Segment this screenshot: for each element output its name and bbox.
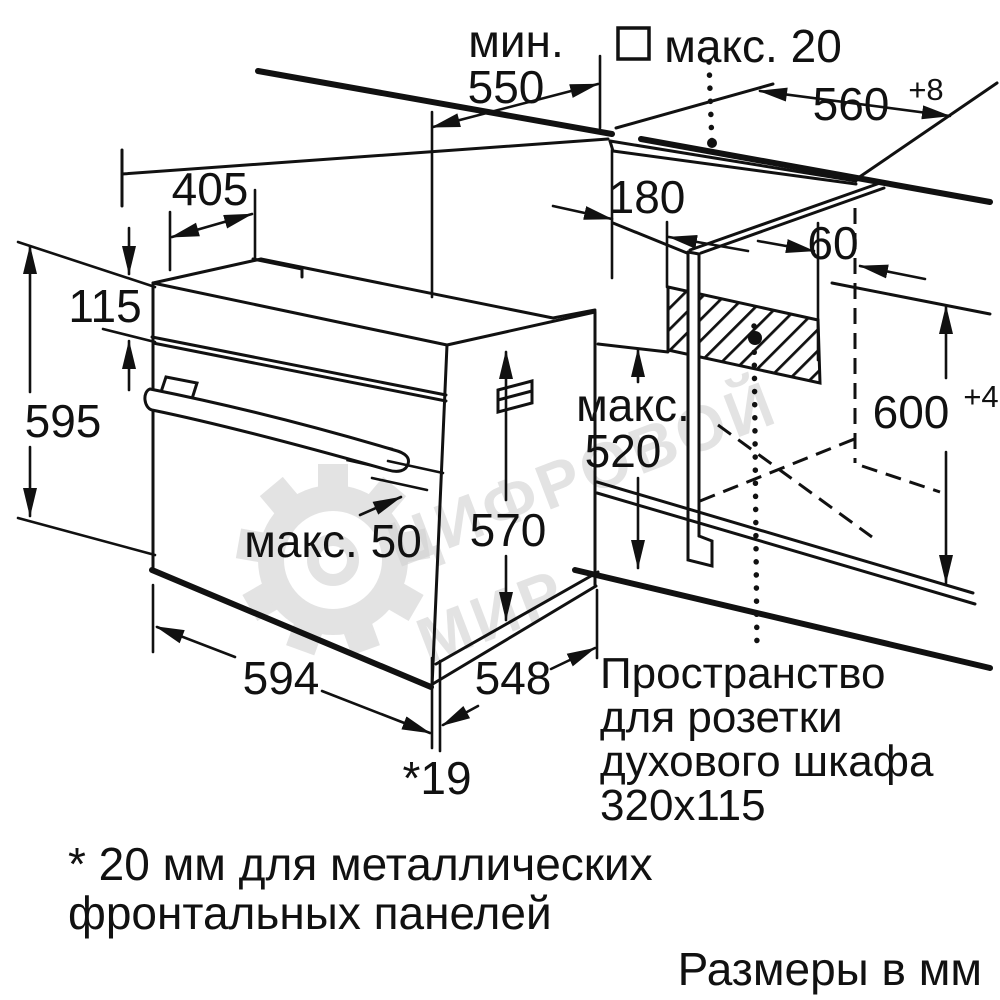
dim-405-label: 405: [172, 163, 249, 215]
oven: [143, 257, 600, 690]
vent-slot: [496, 379, 534, 414]
annotations: Пространство для розетки духового шкафа …: [68, 649, 982, 995]
dim-548-label: 548: [475, 652, 552, 704]
dim-560-label: 560: [813, 78, 890, 130]
oven-handle: [143, 387, 410, 473]
dim-600-label: 600: [873, 386, 950, 438]
dim-560-tol: +8: [908, 72, 943, 107]
dim-max20-label: макс. 20: [664, 20, 842, 72]
socket-note-line1: Пространство: [600, 649, 885, 698]
dim-max50-label: макс. 50: [244, 515, 422, 567]
units-note: Размеры в мм: [678, 943, 982, 995]
dim-max520-prefix: макс.: [576, 379, 690, 431]
footnote-line1: * 20 мм для металлических: [68, 838, 653, 890]
dim-570-label: 570: [470, 504, 547, 556]
footnote-line2: фронтальных панелей: [68, 887, 552, 939]
dim-520-label: 520: [585, 425, 662, 477]
dim-600-tol: +4: [963, 379, 998, 414]
dimensions: мин. 550 макс. 20 560 +8 405 115 595 180…: [16, 15, 999, 804]
dim-550-label: 550: [468, 61, 545, 113]
dim-595-label: 595: [25, 395, 102, 447]
dim-180-label: 180: [609, 171, 686, 223]
dim-115-label: 115: [68, 280, 141, 332]
socket-area-hatched: [666, 285, 822, 385]
cabinet-corner-post: [686, 250, 714, 568]
gear-icon: [235, 464, 431, 656]
socket-note-line3: духового шкафа: [600, 737, 934, 786]
socket-note-line4: 320x115: [600, 781, 766, 830]
dim-60-label: 60: [807, 217, 858, 269]
hob-square-icon: [616, 26, 651, 61]
dim-min-label: мин.: [468, 15, 564, 67]
socket-note-line2: для розетки: [600, 693, 843, 742]
dim-594-label: 594: [243, 652, 320, 704]
dim-19-label: *19: [402, 752, 471, 804]
